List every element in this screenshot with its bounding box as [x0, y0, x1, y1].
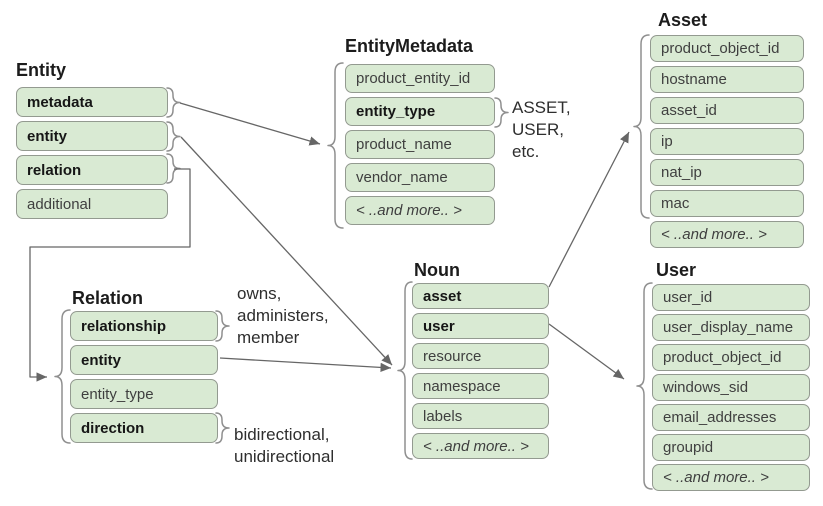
entity-field-entity: entity [16, 121, 168, 151]
arrow-noun-user-to-user [548, 323, 625, 380]
entity-table-title: Entity [16, 60, 67, 80]
annotation-line: member [237, 328, 300, 347]
annotation-relationship-values: owns, administers, member [237, 283, 329, 349]
entity-table: Entity metadata entity relation addition… [16, 60, 168, 223]
relation-field-entity-type: entity_type [70, 379, 218, 409]
annotation-entity-type-values: ASSET, USER, etc. [512, 97, 571, 163]
arrow-noun-asset-to-asset [548, 131, 630, 288]
entitymetadata-left-brace [327, 62, 344, 229]
entitymetadata-table: EntityMetadata product_entity_id entity_… [345, 36, 495, 229]
noun-left-brace [397, 281, 413, 460]
relation-field-entity: entity [70, 345, 218, 375]
noun-field-labels: labels [412, 403, 549, 429]
annotation-line: unidirectional [234, 447, 335, 466]
entity-field-relation: relation [16, 155, 168, 185]
user-field-user-id: user_id [652, 284, 810, 311]
entitymetadata-field-entity-type: entity_type [345, 97, 495, 126]
relation-left-brace [54, 309, 71, 444]
user-field-and-more: < ..and more.. > [652, 464, 810, 491]
annotation-direction-values: bidirectional, unidirectional [234, 424, 334, 468]
entity-metadata-right-bracket [166, 87, 181, 118]
arrow-relation-entity-to-noun [219, 357, 392, 373]
asset-table-title: Asset [658, 10, 708, 30]
annotation-line: USER, [512, 120, 564, 139]
noun-field-and-more: < ..and more.. > [412, 433, 549, 459]
noun-table: Noun asset user resource namespace label… [412, 260, 549, 463]
relation-table: Relation relationship entity entity_type… [70, 288, 218, 447]
entitymetadata-field-product-entity-id: product_entity_id [345, 64, 495, 93]
asset-field-mac: mac [650, 190, 804, 217]
arrow-entity-entity-to-noun [180, 136, 393, 366]
arrow-entity-metadata-to-entitymetadata [179, 102, 321, 146]
user-field-product-object-id: product_object_id [652, 344, 810, 371]
entity-entity-right-bracket [166, 121, 181, 152]
user-table-title: User [656, 260, 697, 280]
annotation-line: administers, [237, 306, 329, 325]
user-left-brace [636, 282, 653, 490]
user-table: User user_id user_display_name product_o… [652, 260, 810, 494]
entitymetadata-field-vendor-name: vendor_name [345, 163, 495, 192]
user-field-windows-sid: windows_sid [652, 374, 810, 401]
relation-field-relationship: relationship [70, 311, 218, 341]
entity-field-metadata: metadata [16, 87, 168, 117]
relationship-right-bracket [215, 310, 230, 342]
entitytype-right-bracket [494, 97, 509, 128]
annotation-line: bidirectional, [234, 425, 330, 444]
relation-table-title: Relation [72, 288, 144, 308]
entity-field-additional: additional [16, 189, 168, 219]
user-field-email-addresses: email_addresses [652, 404, 810, 431]
user-field-user-display-name: user_display_name [652, 314, 810, 341]
asset-field-hostname: hostname [650, 66, 804, 93]
entitymetadata-table-title: EntityMetadata [345, 36, 474, 56]
asset-field-nat-ip: nat_ip [650, 159, 804, 186]
annotation-line: owns, [237, 284, 282, 303]
relation-field-direction: direction [70, 413, 218, 443]
asset-field-ip: ip [650, 128, 804, 155]
noun-field-resource: resource [412, 343, 549, 369]
annotation-line: ASSET, [512, 98, 571, 117]
entitymetadata-field-and-more: < ..and more.. > [345, 196, 495, 225]
annotation-line: etc. [512, 142, 540, 161]
asset-table: Asset product_object_id hostname asset_i… [650, 10, 804, 252]
noun-field-asset: asset [412, 283, 549, 309]
direction-right-bracket [215, 412, 230, 444]
asset-field-and-more: < ..and more.. > [650, 221, 804, 248]
noun-field-namespace: namespace [412, 373, 549, 399]
asset-field-asset-id: asset_id [650, 97, 804, 124]
user-field-groupid: groupid [652, 434, 810, 461]
arrow-entity-relation-to-relation [29, 168, 191, 382]
entitymetadata-field-product-name: product_name [345, 130, 495, 159]
noun-table-title: Noun [414, 260, 460, 280]
asset-left-brace [633, 34, 650, 219]
asset-field-product-object-id: product_object_id [650, 35, 804, 62]
noun-field-user: user [412, 313, 549, 339]
